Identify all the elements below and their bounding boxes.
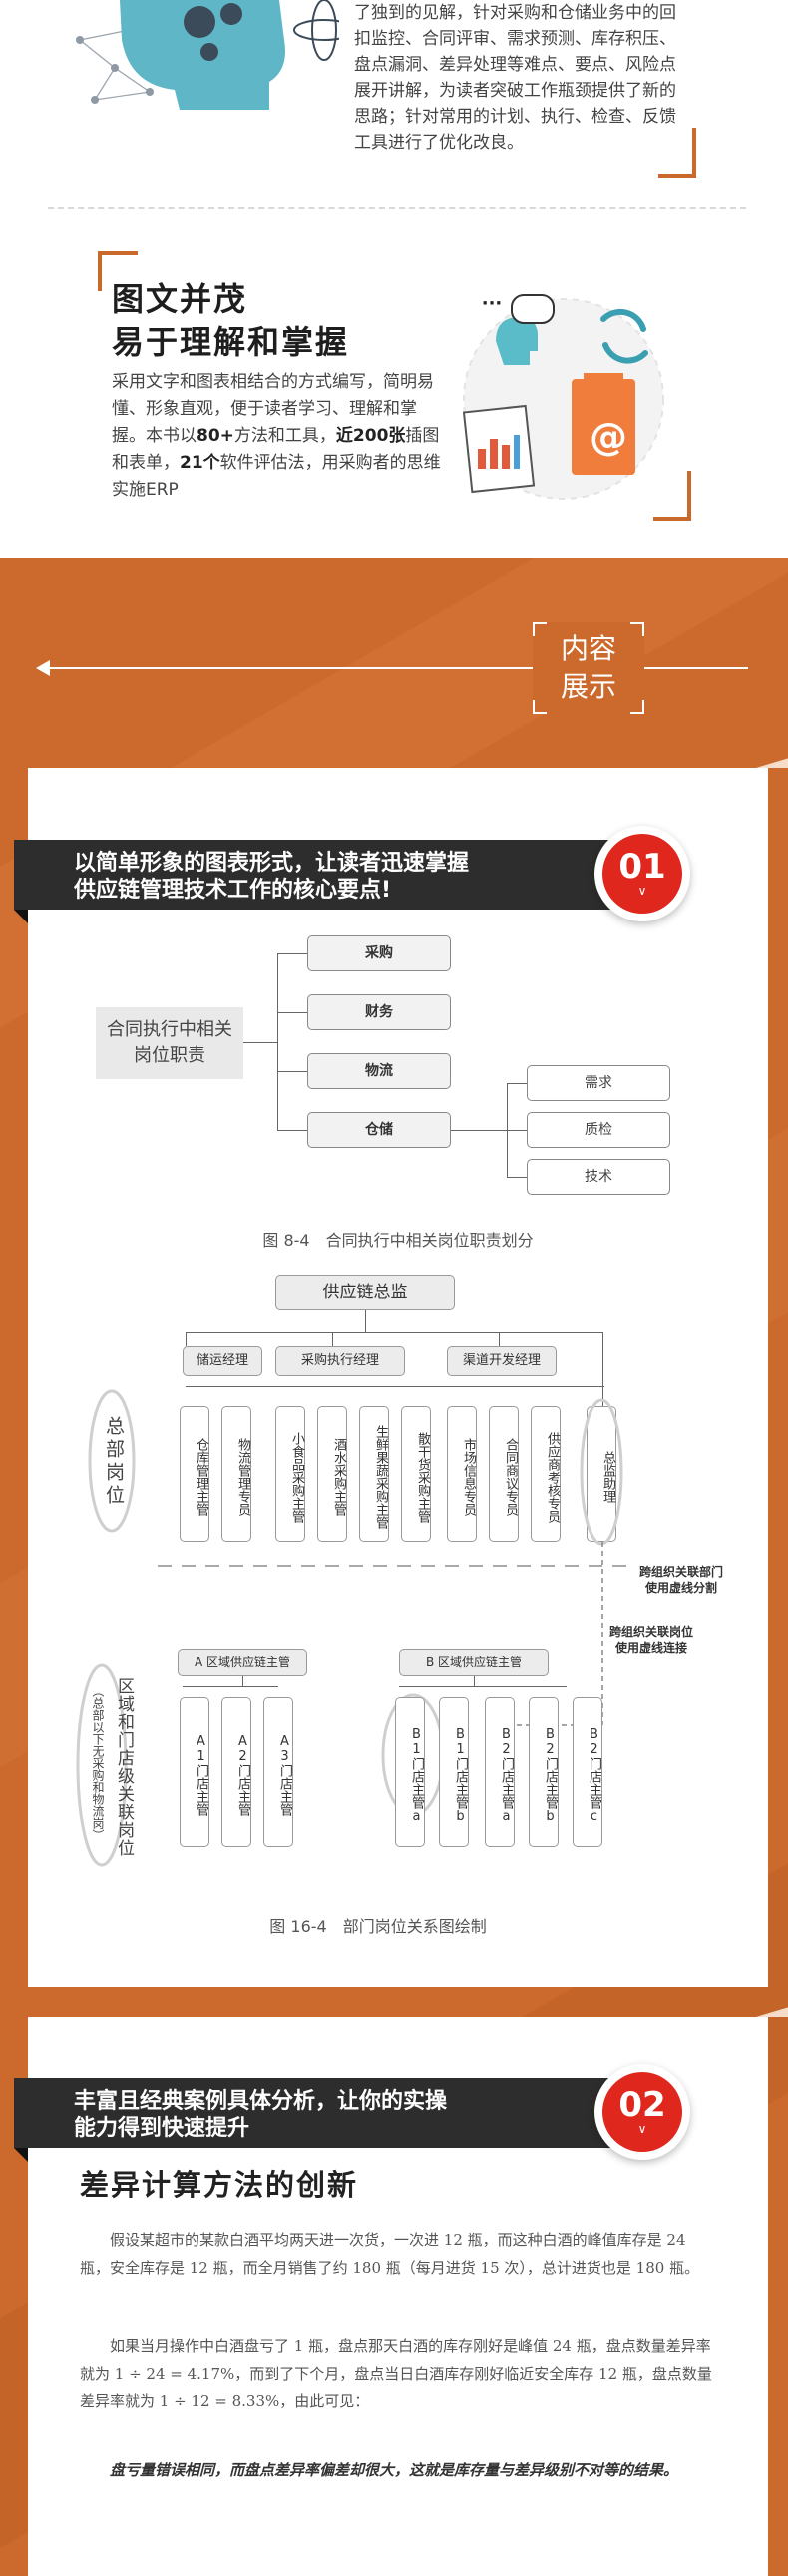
banner-text: 丰富且经典案例具体分析，让你的实操 能力得到快速提升 (74, 2089, 448, 2141)
note-dept-split: 跨组织关联部门使用虚线分割 (638, 1565, 723, 1595)
org-node-purchase-manager: 采购执行经理 (275, 1346, 405, 1376)
figure-caption: 图 16-4 部门岗位关系图绘制 (269, 1917, 487, 1936)
org-role: 物流管理专员 (221, 1406, 251, 1542)
case-conclusion: 盘亏量错误相同，而盘点差异率偏差却很大，这就是库存量与差异级别不对等的结果。 (110, 2461, 679, 2479)
region-label: 区域和门店级关联岗位 (114, 1677, 134, 1857)
corner-bracket (658, 128, 696, 178)
arrow-left-icon (36, 660, 50, 676)
region-sub-label: （总部以下无采购和物流岗） (91, 1685, 105, 1841)
banner-fold (14, 910, 28, 923)
corner-bracket (653, 471, 691, 521)
feature-title-line1: 图文并茂 (112, 280, 248, 318)
section-number: 02 (618, 2085, 666, 2125)
section-number-badge: 01 ∨ (594, 826, 690, 921)
section-arrow-line (40, 667, 748, 669)
chart-root-node: 合同执行中相关 岗位职责 (96, 1007, 243, 1079)
content-card-1: 以简单形象的图表形式，让读者迅速掌握 供应链管理技术工作的核心要点! 01 ∨ … (14, 756, 788, 1987)
org-role: 散干货采购主管 (401, 1406, 431, 1542)
banner-fold (14, 2148, 28, 2162)
corner-bracket (98, 251, 138, 291)
chart-node-demand: 需求 (527, 1065, 670, 1101)
section-number: 01 (618, 847, 666, 887)
content-card-2: 丰富且经典案例具体分析，让你的实操 能力得到快速提升 02 ∨ 差异计算方法的创… (14, 2005, 788, 2576)
banner-text: 以简单形象的图表形式，让读者迅速掌握 供应链管理技术工作的核心要点! (74, 851, 470, 903)
org-role: 供应商考核专员 (531, 1406, 561, 1542)
org-store-role: B2门店主管a (485, 1697, 515, 1847)
section-banner: 丰富且经典案例具体分析，让你的实操 能力得到快速提升 (14, 2078, 612, 2148)
chevron-down-icon: ∨ (637, 884, 647, 898)
card-fold (756, 756, 788, 768)
content-showcase-section: 内容 展示 以简单形象的图表形式，让读者迅速掌握 供应链管理技术工作的核心要点!… (0, 558, 788, 2576)
org-role: 仓库管理主管 (180, 1406, 209, 1542)
case-title: 差异计算方法的创新 (80, 2168, 359, 2202)
chart-node-storage: 仓储 (307, 1112, 451, 1148)
org-store-role: A2门店主管 (221, 1697, 251, 1847)
org-store-role: B2门店主管c (573, 1697, 602, 1847)
content-show-heading: 内容 展示 (533, 622, 644, 714)
chart-node-tech: 技术 (527, 1159, 670, 1195)
note-role-link: 跨组织关联岗位使用虚线连接 (608, 1625, 693, 1655)
chart-node-quality: 质检 (527, 1112, 670, 1148)
org-node-region-b: B 区域供应链主管 (399, 1649, 549, 1676)
hq-label: 总部岗位 (103, 1416, 125, 1508)
dashed-divider (48, 207, 746, 209)
org-node-region-a: A 区域供应链主管 (178, 1649, 307, 1676)
org-role: 合同商议专员 (489, 1406, 519, 1542)
org-node-channel-manager: 渠道开发经理 (447, 1346, 557, 1376)
org-store-role: B1门店主管a (395, 1697, 425, 1847)
case-paragraph: 假设某超市的某款白酒平均两天进一次货，一次进 12 瓶，而这种白酒的峰值库存是 … (80, 2231, 700, 2277)
org-node-storage-manager: 储运经理 (183, 1346, 262, 1376)
org-store-role: A3门店主管 (263, 1697, 293, 1847)
documents-email-illustration (462, 294, 664, 500)
org-role: 生鲜果蔬采购主管 (359, 1406, 389, 1542)
chevron-down-icon: ∨ (637, 2122, 647, 2136)
case-paragraph: 如果当月操作中白酒盘亏了 1 瓶，盘点那天白酒的库存刚好是峰值 24 瓶，盘点数… (80, 2337, 712, 2410)
card-fold (756, 2005, 788, 2017)
intro-section: 了独到的见解，针对采购和仓储业务中的回扣监控、合同评审、需求预测、库存积压、盘点… (0, 0, 788, 558)
chart-node-logistics: 物流 (307, 1053, 451, 1089)
chart-node-purchase: 采购 (307, 935, 451, 971)
chart-node-finance: 财务 (307, 994, 451, 1030)
org-node-director: 供应链总监 (275, 1275, 455, 1310)
brain-gears-illustration (76, 0, 339, 110)
org-role: 市场信息专员 (447, 1406, 477, 1542)
org-role: 总监助理 (587, 1406, 616, 1542)
org-store-role: A1门店主管 (180, 1697, 209, 1847)
org-role: 酒水采购主管 (317, 1406, 347, 1542)
speech-bubble-icon: ··· (481, 293, 503, 314)
feature-body: 采用文字和图表相结合的方式编写，简明易懂、形象直观，便于读者学习、理解和掌握。本… (112, 372, 441, 500)
heading-line1: 内容 (560, 632, 616, 665)
figure-caption: 图 8-4 合同执行中相关岗位职责划分 (262, 1231, 534, 1250)
section-number-badge: 02 ∨ (594, 2064, 690, 2160)
heading-line2: 展示 (560, 670, 616, 703)
feature-title-line2: 易于理解和掌握 (112, 323, 350, 361)
org-store-role: B1门店主管b (439, 1697, 469, 1847)
email-icon: @ (590, 415, 627, 459)
org-role: 小食品采购主管 (275, 1406, 305, 1542)
intro-paragraph: 了独到的见解，针对采购和仓储业务中的回扣监控、合同评审、需求预测、库存积压、盘点… (354, 3, 676, 153)
org-store-role: B2门店主管b (529, 1697, 559, 1847)
section-banner: 以简单形象的图表形式，让读者迅速掌握 供应链管理技术工作的核心要点! (14, 840, 612, 910)
